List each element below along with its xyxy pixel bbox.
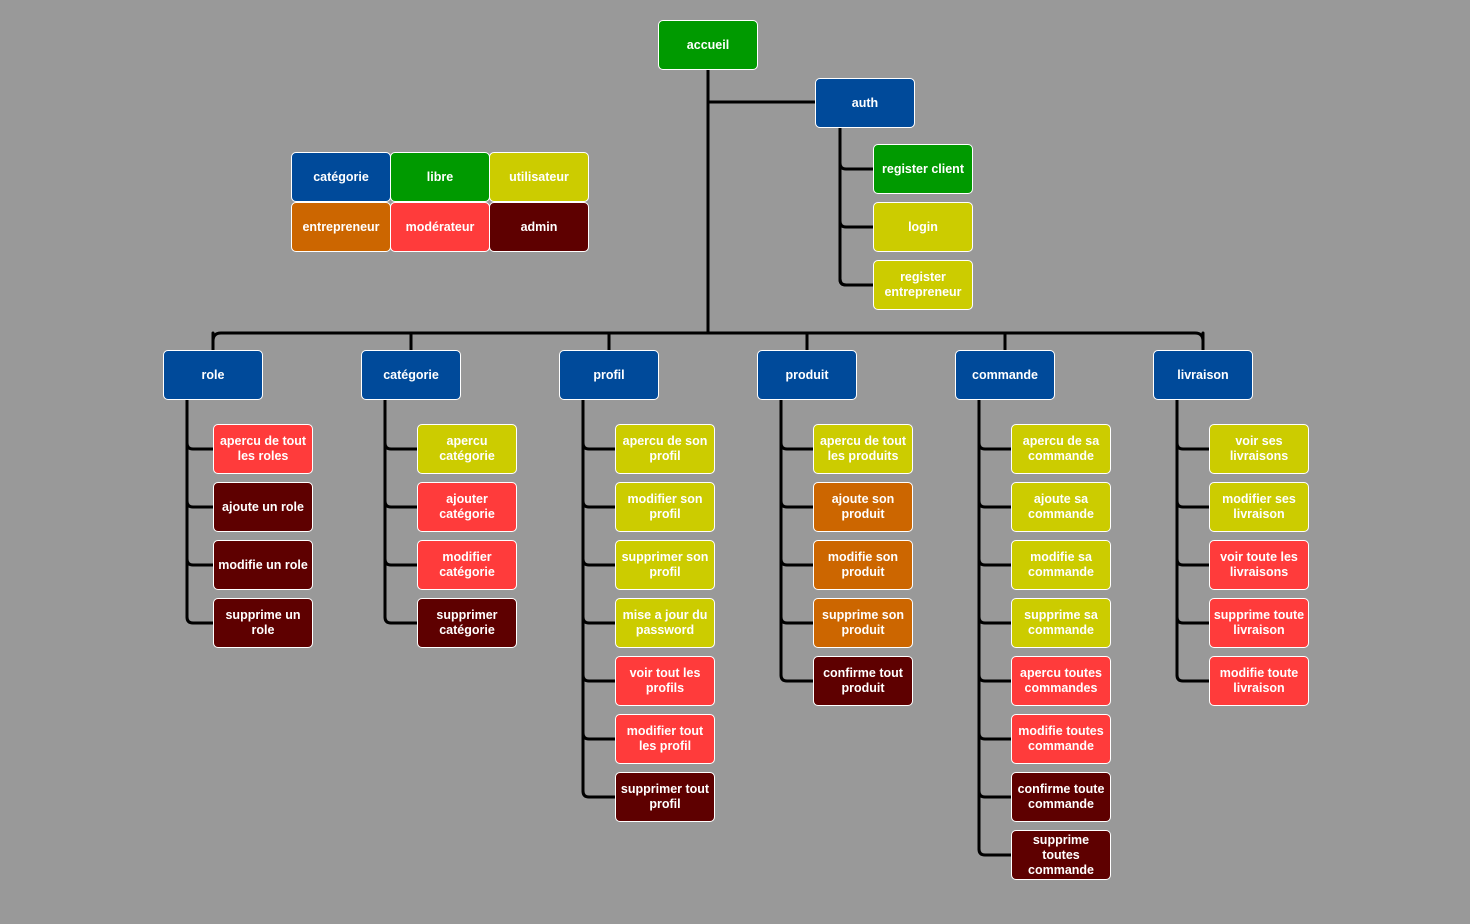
node-login: login xyxy=(873,202,973,252)
node-auth: auth xyxy=(815,78,915,128)
connector-child xyxy=(383,615,419,625)
connector-child xyxy=(383,557,419,567)
node-register-entrepreneur: register entrepreneur xyxy=(873,260,973,310)
connector-child xyxy=(185,557,215,567)
connector-child xyxy=(1175,499,1211,509)
node-role-3: modifie un role xyxy=(213,540,313,590)
connector-child xyxy=(977,557,1013,567)
node-profil-1: apercu de son profil xyxy=(615,424,715,474)
node-register-client: register client xyxy=(873,144,973,194)
connector-child xyxy=(977,615,1013,625)
connector-child xyxy=(977,673,1013,683)
legend-utilisateur: utilisateur xyxy=(489,152,589,202)
node-produit-1: apercu de tout les produits xyxy=(813,424,913,474)
connector-child xyxy=(581,499,617,509)
legend-admin: admin xyxy=(489,202,589,252)
node-profil: profil xyxy=(559,350,659,400)
node-role-4: supprime un role xyxy=(213,598,313,648)
node-livraison-1: voir ses livraisons xyxy=(1209,424,1309,474)
node-profil-6: modifier tout les profil xyxy=(615,714,715,764)
connector-child xyxy=(1175,557,1211,567)
node-role: role xyxy=(163,350,263,400)
node-commande-2: ajoute sa commande xyxy=(1011,482,1111,532)
node-produit-4: supprime son produit xyxy=(813,598,913,648)
legend-categorie: catégorie xyxy=(291,152,391,202)
node-profil-3: supprimer son profil xyxy=(615,540,715,590)
connector-child xyxy=(581,673,617,683)
legend-libre: libre xyxy=(390,152,490,202)
node-produit-3: modifie son produit xyxy=(813,540,913,590)
node-cat-2: ajouter catégorie xyxy=(417,482,517,532)
node-commande-7: confirme toute commande xyxy=(1011,772,1111,822)
node-profil-2: modifier son profil xyxy=(615,482,715,532)
connector-child xyxy=(977,441,1013,451)
node-produit: produit xyxy=(757,350,857,400)
connector-child xyxy=(383,499,419,509)
connector-auth-trunk xyxy=(838,126,875,287)
legend-moderateur: modérateur xyxy=(390,202,490,252)
connector-child xyxy=(779,673,815,683)
node-categorie: catégorie xyxy=(361,350,461,400)
connector-bus xyxy=(211,331,1205,343)
node-commande-1: apercu de sa commande xyxy=(1011,424,1111,474)
node-livraison-2: modifier ses livraison xyxy=(1209,482,1309,532)
node-produit-2: ajoute son produit xyxy=(813,482,913,532)
node-profil-7: supprimer tout profil xyxy=(615,772,715,822)
connector-child xyxy=(779,557,815,567)
node-role-2: ajoute un role xyxy=(213,482,313,532)
node-cat-3: modifier catégorie xyxy=(417,540,517,590)
connector-child xyxy=(977,847,1013,857)
node-cat-1: apercu catégorie xyxy=(417,424,517,474)
connector-auth-child xyxy=(838,161,875,171)
connector-child xyxy=(977,789,1013,799)
connector-accueil-auth xyxy=(706,68,817,104)
connector-child xyxy=(581,615,617,625)
connector-child xyxy=(581,441,617,451)
node-livraison: livraison xyxy=(1153,350,1253,400)
connector-child xyxy=(1175,615,1211,625)
node-profil-5: voir tout les profils xyxy=(615,656,715,706)
node-profil-4: mise a jour du password xyxy=(615,598,715,648)
connector-child xyxy=(977,499,1013,509)
node-cat-4: supprimer catégorie xyxy=(417,598,517,648)
legend-entrepreneur: entrepreneur xyxy=(291,202,391,252)
connector-child xyxy=(1175,441,1211,451)
connector-child xyxy=(383,441,419,451)
connector-auth-child xyxy=(838,277,875,287)
connector-child xyxy=(779,441,815,451)
connector-child xyxy=(581,731,617,741)
connector-child xyxy=(185,441,215,451)
node-commande-5: apercu toutes commandes xyxy=(1011,656,1111,706)
node-commande-4: supprime sa commande xyxy=(1011,598,1111,648)
connector-child xyxy=(779,615,815,625)
connector-auth-child xyxy=(838,219,875,229)
connector-child xyxy=(581,557,617,567)
node-livraison-4: supprime toute livraison xyxy=(1209,598,1309,648)
connector-child xyxy=(185,499,215,509)
node-accueil: accueil xyxy=(658,20,758,70)
node-commande-8: supprime toutes commande xyxy=(1011,830,1111,880)
node-role-1: apercu de tout les roles xyxy=(213,424,313,474)
connector-child xyxy=(1175,673,1211,683)
node-produit-5: confirme tout produit xyxy=(813,656,913,706)
node-commande-6: modifie toutes commande xyxy=(1011,714,1111,764)
node-commande: commande xyxy=(955,350,1055,400)
node-commande-3: modifie sa commande xyxy=(1011,540,1111,590)
node-livraison-5: modifie toute livraison xyxy=(1209,656,1309,706)
connector-child xyxy=(581,789,617,799)
connector-child xyxy=(185,615,215,625)
connector-child xyxy=(779,499,815,509)
node-livraison-3: voir toute les livraisons xyxy=(1209,540,1309,590)
connector-child xyxy=(977,731,1013,741)
